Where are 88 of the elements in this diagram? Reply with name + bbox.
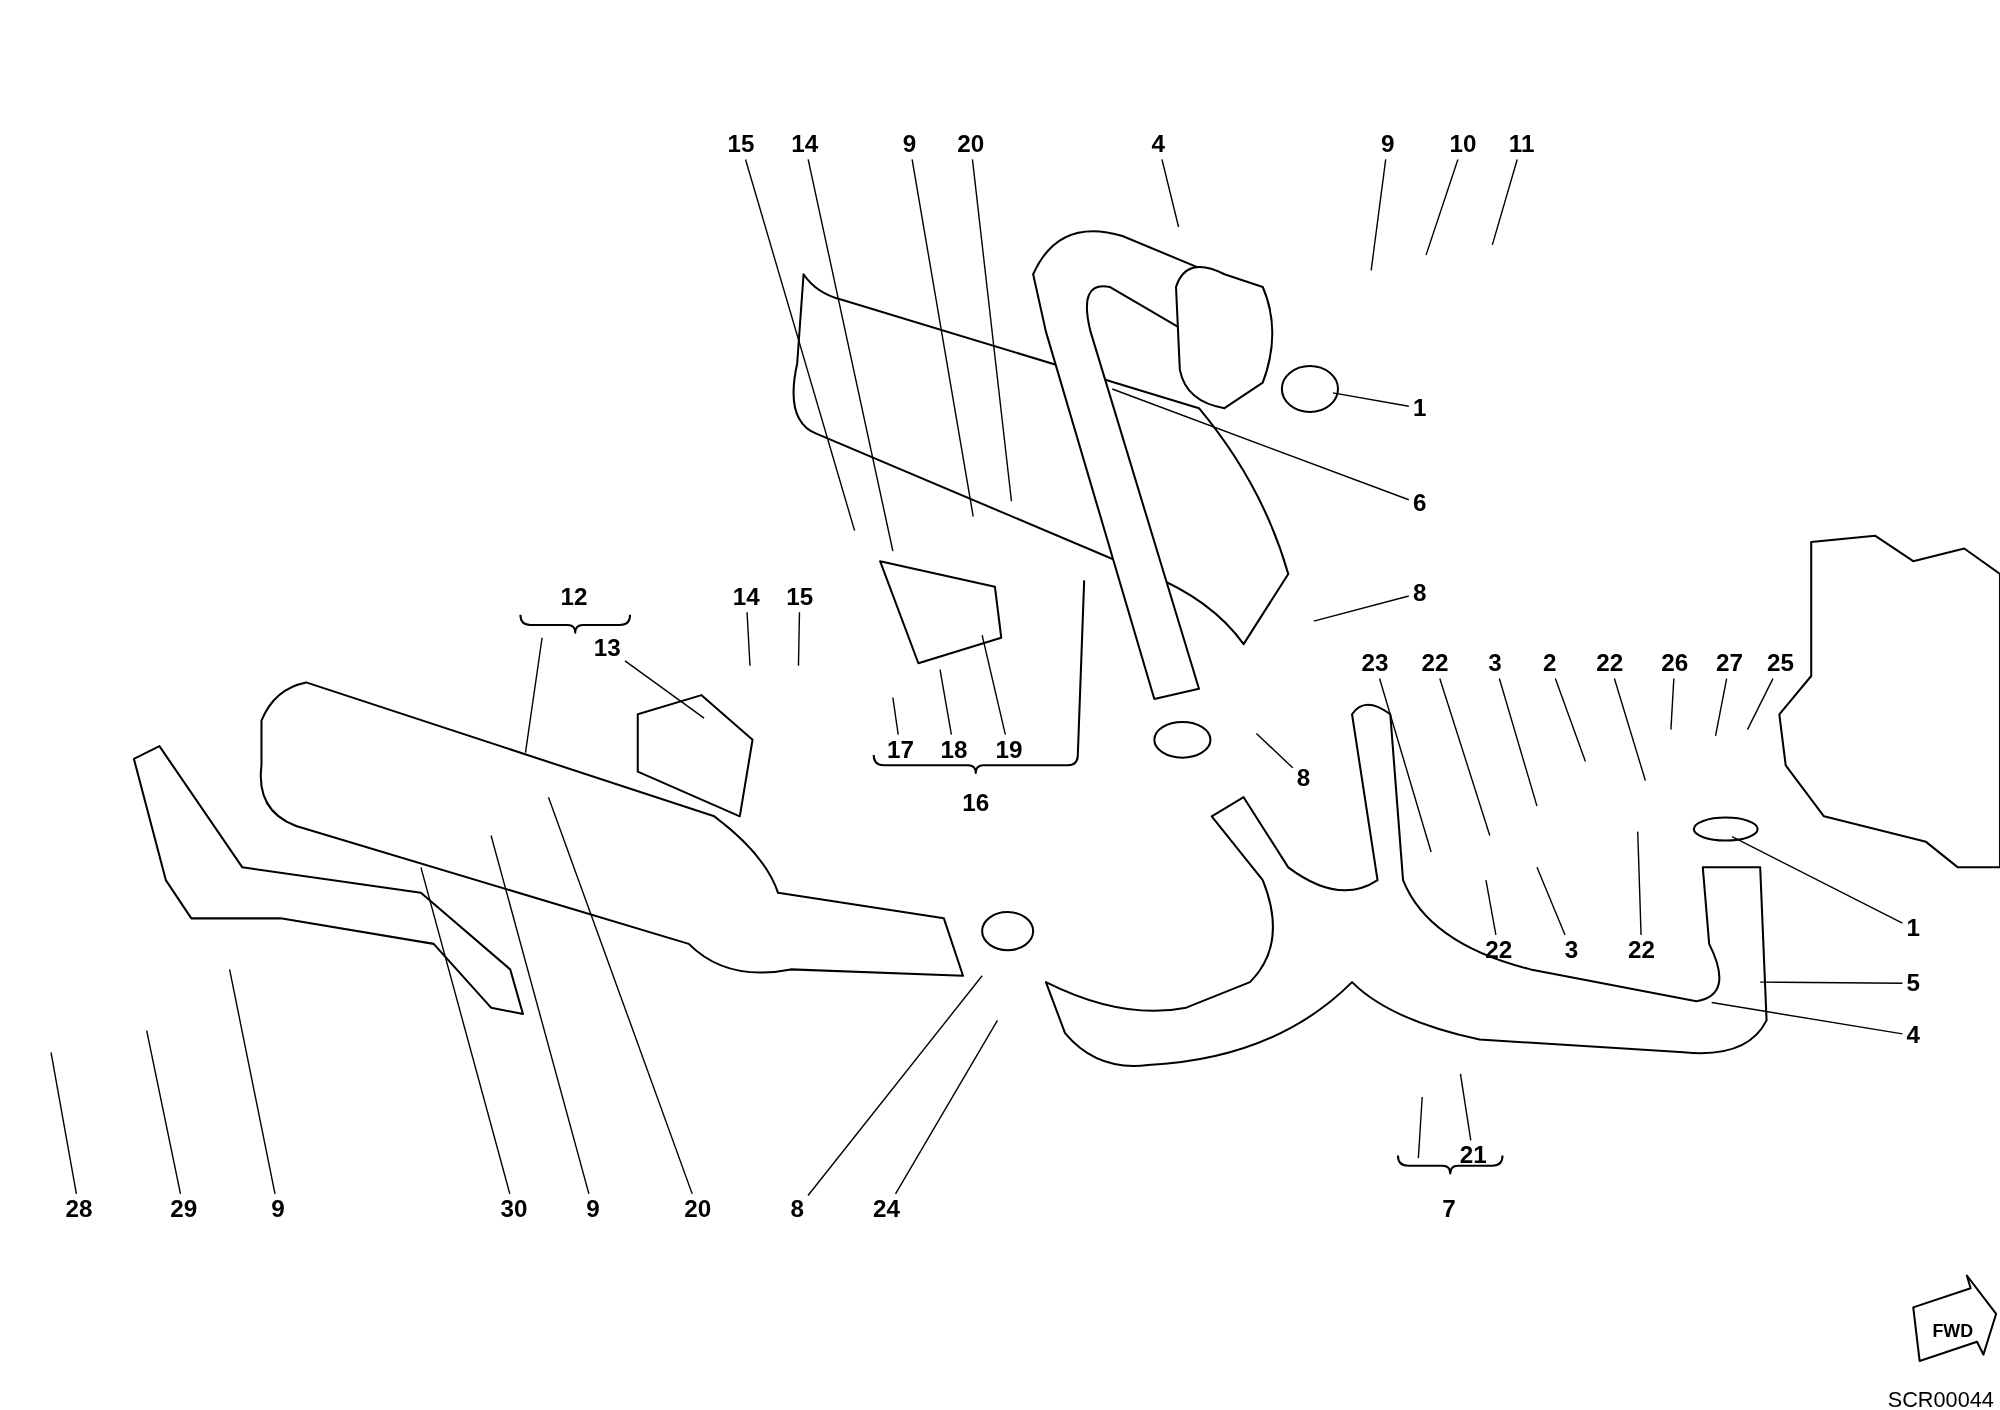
callout-number: 20 [957, 130, 985, 159]
leader-line [911, 158, 974, 518]
callout-number: 3 [1488, 649, 1502, 678]
leader-line [1491, 158, 1518, 246]
callout-number: 4 [1906, 1021, 1920, 1050]
leader-line [1111, 388, 1410, 501]
callout-number: 20 [684, 1195, 712, 1224]
callout-number: 9 [271, 1195, 285, 1224]
drawing-code: SCR00044 [1887, 1387, 1994, 1410]
callout-number: 30 [500, 1195, 528, 1224]
callout-number: 23 [1361, 649, 1389, 678]
callout-number: 14 [791, 130, 819, 159]
leader-line [1670, 677, 1675, 731]
leader-line [1459, 1073, 1472, 1141]
leader-line [1637, 830, 1642, 936]
callout-number: 17 [887, 735, 914, 764]
leader-line [1746, 677, 1774, 731]
leader-line [894, 1019, 999, 1195]
leader-line [1536, 866, 1566, 936]
callout-number: 25 [1767, 649, 1795, 678]
leader-line [1711, 1001, 1904, 1035]
leader-line [1332, 392, 1410, 407]
callout-number: 8 [790, 1195, 804, 1224]
callout-number: 13 [593, 633, 621, 662]
leader-line [1498, 677, 1538, 807]
callout-number: 1 [1906, 914, 1920, 943]
leader-line [939, 668, 953, 736]
leader-line [1161, 158, 1180, 228]
leader-line [892, 697, 899, 736]
leader-line [1255, 732, 1294, 769]
callout-number: 6 [1412, 489, 1427, 518]
callout-number: 1 [1412, 394, 1427, 423]
callout-number: 18 [940, 735, 968, 764]
direction-label: FWD [1932, 1320, 1974, 1341]
leader-line [146, 1029, 182, 1195]
leader-line [1425, 158, 1459, 256]
leader-line [524, 637, 543, 754]
leader-line [1554, 677, 1587, 763]
callout-number: 9 [1381, 130, 1395, 159]
callout-number: 28 [65, 1195, 93, 1224]
leader-line [1370, 158, 1387, 272]
callout-number: 15 [786, 582, 814, 611]
leader-line [1485, 879, 1497, 936]
callout-number: 8 [1412, 579, 1427, 608]
leader-line [228, 968, 276, 1195]
callout-number: 4 [1151, 130, 1165, 159]
callout-number: 29 [170, 1195, 198, 1224]
callout-number: 8 [1296, 764, 1311, 793]
leader-line [746, 611, 751, 667]
callout-number: 22 [1485, 936, 1513, 965]
leader-line [1759, 981, 1904, 984]
leader-line [1714, 677, 1728, 737]
callout-number: 7 [1442, 1195, 1456, 1224]
callout-number: 16 [962, 789, 990, 818]
callout-number: 11 [1508, 130, 1535, 159]
leader-line [807, 975, 983, 1197]
callout-number: 2 [1543, 649, 1557, 678]
leader-line [624, 660, 705, 719]
callout-number: 15 [727, 130, 755, 159]
callout-number: 5 [1906, 969, 1920, 998]
callout-number: 19 [995, 735, 1023, 764]
leader-line [971, 158, 1013, 502]
leader-line [1439, 677, 1491, 837]
callout-number: 3 [1564, 936, 1579, 965]
callout-number: 22 [1421, 649, 1449, 678]
callout-number: 26 [1661, 649, 1689, 678]
leader-line [490, 834, 590, 1195]
callout-number: 22 [1628, 936, 1656, 965]
leader-line [50, 1051, 78, 1195]
leader-line [981, 634, 1007, 736]
leader-line [420, 866, 511, 1195]
callout-number: 27 [1716, 649, 1744, 678]
callout-number: 24 [873, 1195, 900, 1224]
leader-line [1613, 677, 1647, 782]
callout-number: 21 [1459, 1141, 1487, 1170]
leader-line [797, 611, 801, 667]
leader-line [744, 158, 856, 532]
leader-line [807, 158, 894, 552]
callout-number: 12 [560, 582, 588, 611]
callout-number: 10 [1449, 130, 1477, 159]
leader-line [1378, 677, 1432, 853]
callout-number: 9 [902, 130, 917, 159]
callout-number: 14 [732, 582, 760, 611]
callout-number: 22 [1596, 649, 1624, 678]
leader-line [1313, 595, 1410, 622]
leader-line [547, 796, 693, 1195]
callout-number: 9 [586, 1195, 600, 1224]
leader-line [1731, 836, 1904, 924]
